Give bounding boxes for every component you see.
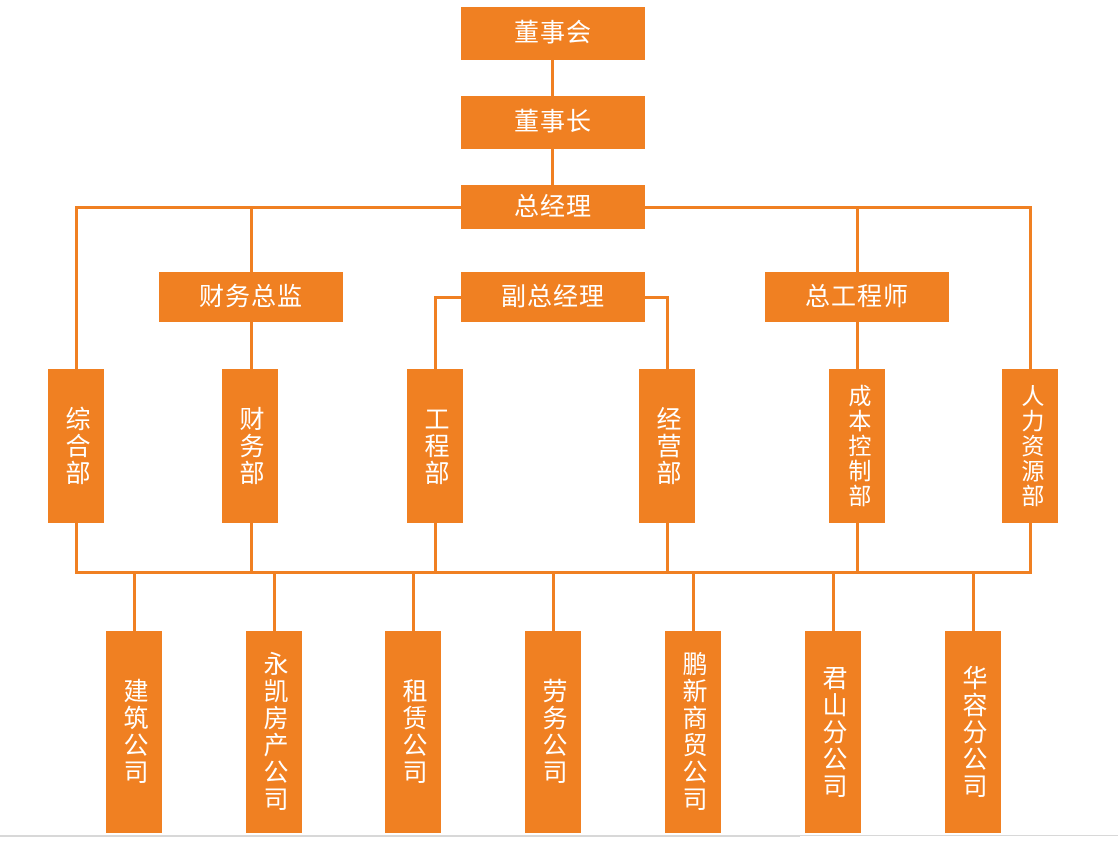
node-chief-engineer[interactable]: 总工程师	[765, 272, 949, 322]
node-cfo[interactable]: 财务总监	[159, 272, 343, 322]
connector-chairman-to-gm	[551, 149, 554, 185]
node-chairman[interactable]: 董事长	[461, 96, 645, 149]
connector-bus-to-general-affairs	[75, 206, 78, 369]
connector-operations-to-bus	[666, 522, 669, 574]
connector-deputy-gm-to-engineering	[434, 296, 437, 369]
node-subsidiary-yongkai-realty-co[interactable]: 永凯房产公司	[246, 631, 302, 833]
connector-bus-to-yongkai-realty-co	[273, 571, 276, 631]
connector-human-resources-to-bus	[1029, 522, 1032, 574]
node-department-cost-control[interactable]: 成本控制部	[829, 369, 885, 523]
connector-bus-to-construction-co	[133, 571, 136, 631]
connector-general-affairs-to-bus	[75, 522, 78, 574]
node-subsidiary-leasing-co[interactable]: 租赁公司	[385, 631, 441, 833]
connector-chief-engineer-to-cost-control	[856, 322, 859, 369]
connector-bus-to-labor-services-co	[552, 571, 555, 631]
node-department-human-resources[interactable]: 人力资源部	[1002, 369, 1058, 523]
node-subsidiary-labor-services-co[interactable]: 劳务公司	[525, 631, 581, 833]
node-department-general-affairs[interactable]: 综合部	[48, 369, 104, 523]
connector-engineering-to-bus	[434, 522, 437, 574]
node-subsidiary-junshan-branch[interactable]: 君山分公司	[805, 631, 861, 833]
footer-rule	[0, 835, 1118, 836]
node-department-operations[interactable]: 经营部	[639, 369, 695, 523]
connector-deputy-gm-left-elbow	[434, 296, 461, 299]
node-deputy-gm[interactable]: 副总经理	[461, 272, 645, 322]
connector-bus-to-cfo	[250, 206, 253, 272]
connector-cost-control-to-bus	[856, 522, 859, 574]
connector-cfo-to-finance	[250, 322, 253, 369]
node-department-engineering[interactable]: 工程部	[407, 369, 463, 523]
node-subsidiary-pengxin-trading-co[interactable]: 鹏新商贸公司	[665, 631, 721, 833]
connector-deputy-gm-right-elbow	[644, 296, 669, 299]
connector-bus-to-junshan-branch	[832, 571, 835, 631]
connector-board-to-chairman	[551, 60, 554, 96]
node-subsidiary-construction-co[interactable]: 建筑公司	[106, 631, 162, 833]
connector-bus-to-chief-engineer	[856, 206, 859, 272]
connector-bus-to-pengxin-trading-co	[692, 571, 695, 631]
node-general-manager[interactable]: 总经理	[461, 185, 645, 229]
connector-bus-to-leasing-co	[412, 571, 415, 631]
connector-deputy-gm-to-operations	[666, 296, 669, 369]
node-department-finance[interactable]: 财务部	[222, 369, 278, 523]
node-subsidiary-huarong-branch[interactable]: 华容分公司	[945, 631, 1001, 833]
connector-bus-to-human-resources	[1029, 206, 1032, 369]
connector-finance-to-bus	[250, 522, 253, 574]
node-board[interactable]: 董事会	[461, 7, 645, 60]
connector-bus-to-huarong-branch	[972, 571, 975, 631]
footer-rule-inner	[0, 836, 800, 837]
